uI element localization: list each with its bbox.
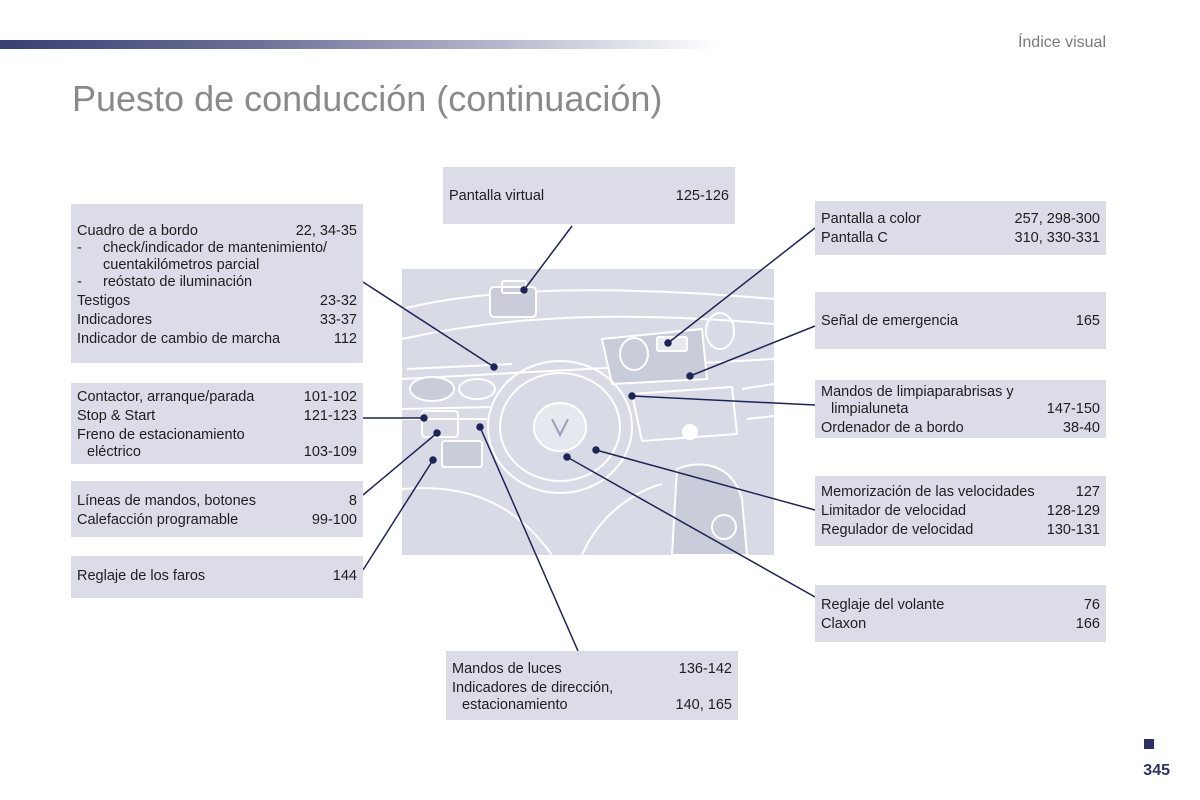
entry-limpiaparabrisas: Mandos de limpiaparabrisas y limpialunet… (821, 384, 1100, 418)
entry-label: Líneas de mandos, botones (77, 493, 256, 509)
sub-entry-line: reóstato de iluminación (103, 274, 253, 290)
entry-indicador-cambio-marcha: Indicador de cambio de marcha 112 (77, 331, 357, 348)
entry-pages: 103-109 (303, 444, 357, 460)
entry-stop-start: Stop & Start 121-123 (77, 408, 357, 425)
entry-pages: 257, 298-300 (1014, 211, 1100, 227)
section-label: Índice visual (1017, 34, 1106, 51)
entry-pages: 101-102 (303, 389, 357, 405)
entry-label: Indicadores de dirección, (452, 680, 614, 696)
entry-pages: 22, 34-35 (295, 223, 357, 239)
box-limpiaparabrisas: Mandos de limpiaparabrisas y limpialunet… (815, 380, 1106, 438)
entry-regulador-velocidad: Regulador de velocidad 130-131 (821, 522, 1100, 539)
box-cuadro-de-a-bordo: Cuadro de a bordo 22, 34-35 - check/indica… (71, 204, 363, 363)
page-title: Puesto de conducción (continuación) (72, 78, 663, 119)
entry-cuadro-de-a-bordo: Cuadro de a bordo 22, 34-35 (77, 223, 357, 240)
entry-label: Indicadores (77, 312, 152, 328)
box-reglaje-faros: Reglaje de los faros 144 (71, 556, 363, 598)
box-lineas-de-mandos: Líneas de mandos, botones 8 Calefacción p… (71, 481, 363, 537)
entry-freno-estacionamiento: Freno de estacionamiento eléctrico 103-10… (77, 427, 357, 461)
entry-indicadores: Indicadores 33-37 (77, 312, 357, 329)
entry-pages: 128-129 (1046, 503, 1100, 519)
dash: - (77, 240, 82, 256)
entry-label: Reglaje del volante (821, 597, 945, 613)
entry-pages: 136-142 (678, 661, 732, 677)
entry-senal-emergencia: Señal de emergencia 165 (821, 313, 1100, 330)
entry-label: Calefacción programable (77, 512, 239, 528)
entry-claxon: Claxon 166 (821, 616, 1100, 633)
dash: - (77, 274, 82, 290)
entry-contactor: Contactor, arranque/parada 101-102 (77, 389, 357, 406)
dashboard-illustration (402, 269, 774, 555)
entry-label-cont: estacionamiento (462, 697, 568, 713)
entry-pages: 38-40 (1062, 420, 1100, 436)
entry-pages: 8 (348, 493, 357, 509)
entry-pages: 147-150 (1046, 401, 1100, 417)
entry-pages: 144 (332, 568, 357, 584)
entry-pages: 125-126 (675, 188, 729, 204)
box-senal-emergencia: Señal de emergencia 165 (815, 292, 1106, 349)
entry-label: Contactor, arranque/parada (77, 389, 255, 405)
entry-pages: 165 (1075, 313, 1100, 329)
entry-memorizacion-velocidades: Memorización de las velocidades 127 (821, 484, 1100, 501)
entry-limitador-velocidad: Limitador de velocidad 128-129 (821, 503, 1100, 520)
entry-label: Indicador de cambio de marcha (77, 331, 281, 347)
entry-label: Reglaje de los faros (77, 568, 206, 584)
entry-reglaje-faros: Reglaje de los faros 144 (77, 568, 357, 585)
entry-pages: 33-37 (319, 312, 357, 328)
box-velocidades: Memorización de las velocidades 127 Limit… (815, 476, 1106, 546)
box-pantalla-color: Pantalla a color 257, 298-300 Pantalla C 3… (815, 201, 1106, 255)
entry-ordenador-de-a-bordo: Ordenador de a bordo 38-40 (821, 420, 1100, 437)
entry-label: Testigos (77, 293, 131, 309)
sub-entry-line: check/indicador de mantenimiento/ (103, 240, 328, 256)
entry-pages: 76 (1083, 597, 1100, 613)
entry-pages: 127 (1075, 484, 1100, 500)
entry-testigos: Testigos 23-32 (77, 293, 357, 310)
entry-pages: 166 (1075, 616, 1100, 632)
box-reglaje-volante: Reglaje del volante 76 Claxon 166 (815, 585, 1106, 642)
entry-pages: 140, 165 (675, 697, 732, 713)
box-pantalla-virtual: Pantalla virtual 125-126 (443, 167, 735, 224)
entry-label: Mandos de luces (452, 661, 562, 677)
entry-label: Pantalla a color (821, 211, 921, 227)
entry-lineas-mandos: Líneas de mandos, botones 8 (77, 493, 357, 510)
entry-label-cont: limpialuneta (831, 401, 909, 417)
entry-reglaje-volante: Reglaje del volante 76 (821, 597, 1100, 614)
entry-label: Limitador de velocidad (821, 503, 967, 519)
entry-pages: 99-100 (311, 512, 357, 528)
entry-pages: 23-32 (319, 293, 357, 309)
box-contactor: Contactor, arranque/parada 101-102 Stop &… (71, 383, 363, 464)
entry-label: Señal de emergencia (821, 313, 959, 329)
entry-mandos-luces: Mandos de luces 136-142 (452, 661, 732, 678)
entry-label: Pantalla virtual (449, 188, 545, 204)
entry-pages: 130-131 (1046, 522, 1100, 538)
entry-label: Memorización de las velocidades (821, 484, 1035, 500)
entry-label: Freno de estacionamiento (77, 427, 245, 443)
entry-calefaccion: Calefacción programable 99-100 (77, 512, 357, 529)
entry-pages: 121-123 (303, 408, 357, 424)
entry-indicadores-direccion: Indicadores de dirección, estacionamient… (452, 680, 732, 714)
entry-pages: 112 (333, 331, 357, 347)
entry-label: Claxon (821, 616, 867, 632)
entry-pantalla-virtual: Pantalla virtual 125-126 (449, 188, 729, 205)
box-mandos-de-luces: Mandos de luces 136-142 Indicadores de di… (446, 651, 738, 720)
header-gradient-bar (0, 40, 720, 49)
page-marker-square (1144, 739, 1154, 749)
entry-pages: 310, 330-331 (1014, 230, 1100, 246)
entry-label-cont: eléctrico (87, 444, 141, 460)
entry-pantalla-color: Pantalla a color 257, 298-300 (821, 211, 1100, 228)
entry-label: Stop & Start (77, 408, 156, 424)
sub-entry-line: cuentakilómetros parcial (103, 257, 260, 273)
entry-label: Regulador de velocidad (821, 522, 974, 538)
entry-label: Pantalla C (821, 230, 888, 246)
sub-entry-check: - check/indicador de mantenimiento/cuenta… (77, 240, 357, 274)
entry-label: Ordenador de a bordo (821, 420, 964, 436)
sub-entry-reostato: - reóstato de iluminación (77, 274, 357, 291)
page-number: 345 (1143, 762, 1170, 779)
entry-pantalla-c: Pantalla C 310, 330-331 (821, 230, 1100, 247)
entry-label: Mandos de limpiaparabrisas y (821, 384, 1014, 400)
entry-label: Cuadro de a bordo (77, 223, 198, 239)
